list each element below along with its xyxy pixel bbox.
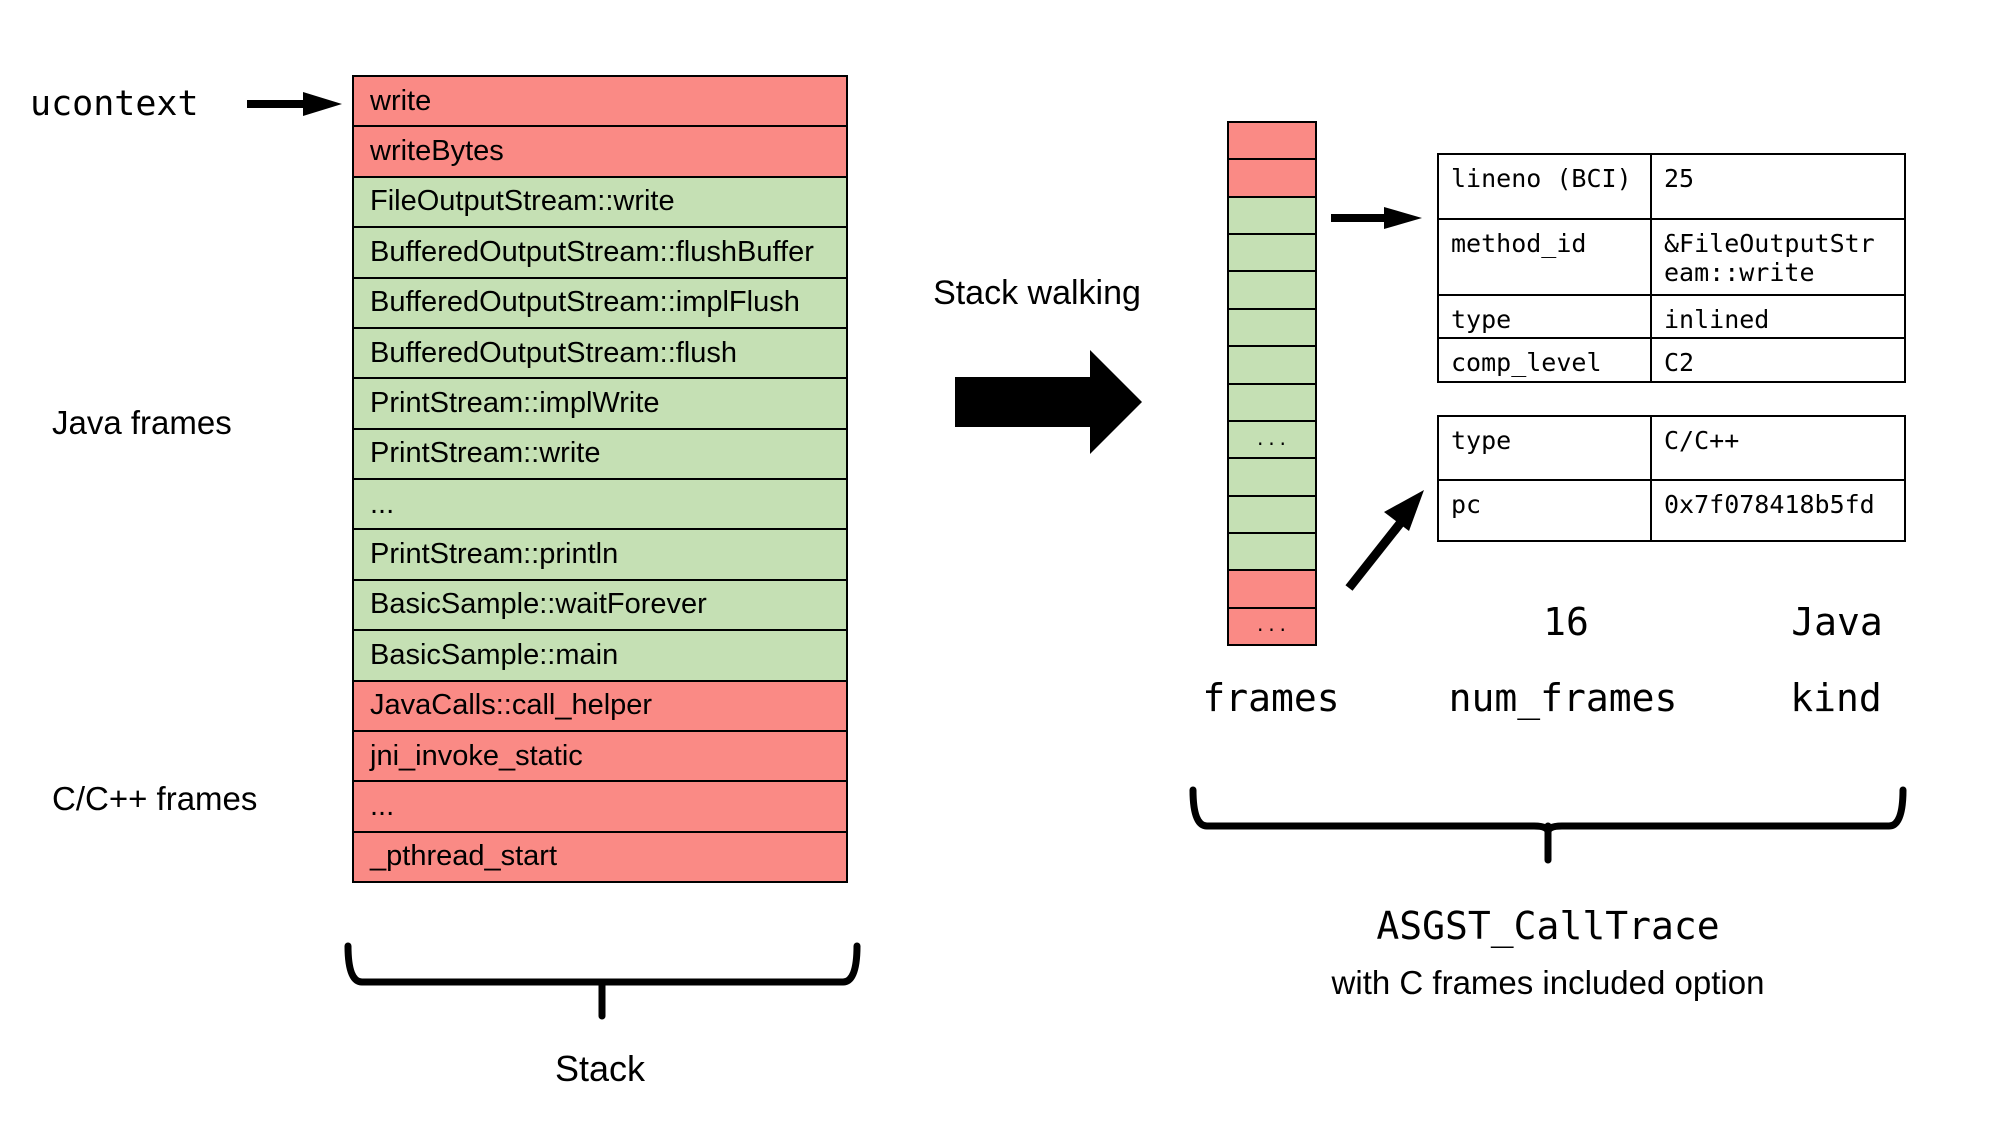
- stack-row: PrintStream::println: [354, 528, 846, 579]
- table-key: method_id: [1439, 220, 1652, 294]
- table-row: pc 0x7f078418b5fd: [1439, 479, 1904, 540]
- table-row: method_id&FileOutputStr eam::write: [1439, 218, 1904, 294]
- stack-row: PrintStream::implWrite: [354, 377, 846, 428]
- stack-row: ...: [354, 478, 846, 529]
- stack-row: write: [354, 77, 846, 126]
- stack-brace-icon: [344, 942, 861, 1020]
- frames-cell: [1229, 382, 1315, 420]
- ucontext-arrow-icon: [247, 92, 342, 116]
- frames-cell: [1229, 531, 1315, 570]
- table-key: pc: [1439, 481, 1652, 540]
- frame-info-arrow-icon: [1331, 207, 1422, 229]
- table-value: 25: [1664, 164, 1695, 193]
- stack-row: BasicSample::main: [354, 629, 846, 680]
- table-value: C2: [1664, 348, 1695, 377]
- frames-cell: [1229, 345, 1315, 383]
- frames-cell: [1229, 123, 1315, 159]
- frames-column: ......: [1227, 121, 1317, 646]
- frames-cell: [1229, 233, 1315, 271]
- table-row: type inlined: [1439, 294, 1904, 337]
- stack-walking-label: Stack walking: [933, 274, 1141, 312]
- stack-walking-arrow-icon: [955, 350, 1142, 454]
- frames-cell: [1229, 270, 1315, 308]
- frames-cell: ...: [1229, 419, 1315, 458]
- frames-cell: [1229, 195, 1315, 234]
- table-row: type C/C++: [1439, 417, 1904, 479]
- frame-info-table: lineno (BCI) 25 method_id&FileOutputStr ea…: [1437, 153, 1906, 383]
- table-value: inlined: [1664, 305, 1770, 334]
- stack-row: jni_invoke_static: [354, 729, 846, 781]
- frames-cell: [1229, 457, 1315, 495]
- stack-row: BufferedOutputStream::flush: [354, 326, 846, 378]
- stack-row: JavaCalls::call_helper: [354, 679, 846, 730]
- table-value: &FileOutputStr eam::write: [1664, 229, 1875, 287]
- num-frames-field-label: num_frames: [1448, 676, 1678, 720]
- calltrace-title: ASGST_CallTrace: [1376, 904, 1720, 948]
- kind-value: Java: [1791, 600, 1883, 644]
- stack-row: PrintStream::write: [354, 427, 846, 478]
- calltrace-subtitle: with C frames included option: [1331, 964, 1765, 1001]
- calltrace-brace-icon: [1189, 786, 1907, 864]
- stack-row: writeBytes: [354, 125, 846, 176]
- table-row: lineno (BCI) 25: [1439, 155, 1904, 218]
- c-frame-info-table: type C/C++ pc 0x7f078418b5fd: [1437, 415, 1906, 542]
- table-key: lineno (BCI): [1439, 155, 1652, 218]
- kind-field-label: kind: [1790, 676, 1882, 720]
- table-key: type: [1439, 417, 1652, 479]
- table-row: comp_level C2: [1439, 337, 1904, 381]
- stack-row: BufferedOutputStream::flushBuffer: [354, 226, 846, 277]
- table-value: C/C++: [1664, 426, 1740, 455]
- c-frames-label: C/C++ frames: [52, 780, 258, 817]
- num-frames-value: 16: [1543, 600, 1589, 644]
- table-key: comp_level: [1439, 339, 1652, 381]
- ucontext-label: ucontext: [30, 84, 199, 124]
- stack-caption: Stack: [554, 1048, 646, 1089]
- stack-row: _pthread_start: [354, 830, 846, 881]
- frames-cell: ...: [1229, 606, 1315, 645]
- frames-cell: [1229, 494, 1315, 532]
- stack-row: BufferedOutputStream::implFlush: [354, 276, 846, 327]
- table-value: 0x7f078418b5fd: [1664, 490, 1875, 519]
- stack-row: ...: [354, 780, 846, 831]
- stack-row: FileOutputStream::write: [354, 175, 846, 227]
- stack-row: BasicSample::waitForever: [354, 578, 846, 630]
- java-frames-label: Java frames: [52, 404, 232, 441]
- frames-cell: [1229, 569, 1315, 607]
- frames-cell: [1229, 307, 1315, 346]
- frames-cell: [1229, 158, 1315, 196]
- frames-field-label: frames: [1202, 676, 1340, 720]
- table-key: type: [1439, 296, 1652, 337]
- c-frame-info-arrow-icon: [1345, 490, 1424, 591]
